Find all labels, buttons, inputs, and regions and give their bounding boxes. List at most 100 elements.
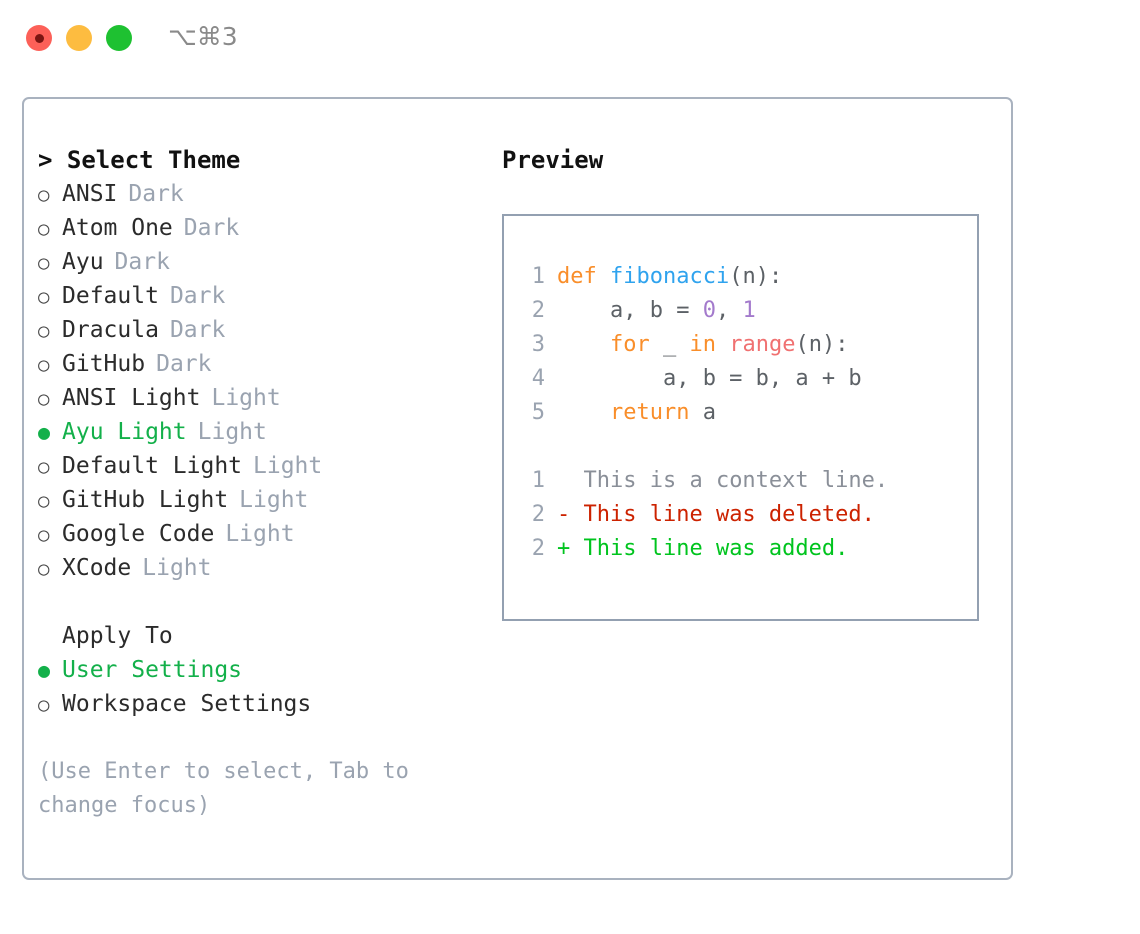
code-line-number: 1 — [531, 264, 545, 289]
apply-to-option-label: User Settings — [62, 657, 243, 683]
code-token-bi: range — [729, 332, 796, 357]
code-token-kw: for — [609, 332, 650, 357]
theme-option-default-light[interactable]: ○ Default Light Light — [38, 449, 498, 483]
apply-to-option-label: Workspace Settings — [62, 691, 312, 717]
code-token-kw: in — [689, 332, 716, 357]
theme-option-label: Dracula — [62, 317, 159, 343]
theme-option-variant-tag: Dark — [128, 181, 184, 207]
theme-option-default[interactable]: ○ Default Dark — [38, 279, 498, 313]
diff-line-text: This line was added. — [570, 536, 849, 561]
code-token-pl — [557, 332, 610, 357]
code-line-content: def fibonacci(n): — [557, 260, 782, 294]
window-controls — [26, 25, 132, 51]
radio-unselected-icon: ○ — [38, 524, 50, 546]
diff-line-content: - This line was deleted. — [557, 498, 875, 532]
radio-selected-icon: ● — [38, 420, 51, 444]
radio-unselected-icon: ○ — [38, 286, 50, 308]
theme-option-variant-tag: Dark — [183, 215, 240, 241]
code-token-pl: a, b = — [557, 298, 703, 323]
theme-option-label: ANSI — [62, 181, 118, 207]
diff-line-del: 2- This line was deleted. — [519, 498, 969, 532]
diff-line-content: + This line was added. — [557, 532, 848, 566]
maximize-button[interactable] — [106, 25, 132, 51]
theme-option-variant-tag: Light — [253, 453, 323, 479]
theme-option-label: Ayu Light — [62, 419, 187, 445]
theme-option-label: ANSI Light — [62, 385, 201, 411]
close-button[interactable] — [26, 25, 52, 51]
theme-option-variant-tag: Dark — [169, 283, 226, 309]
diff-line-ctx: 1 This is a context line. — [519, 464, 969, 498]
theme-option-dracula[interactable]: ○ Dracula Dark — [38, 313, 498, 347]
diff-line-text: This is a context line. — [570, 468, 889, 493]
theme-option-label: Default — [62, 283, 159, 309]
code-token-kw: def — [557, 264, 610, 289]
diff-line-number: 1 — [531, 468, 545, 493]
apply-to-list: ●User Settings ○ Workspace Settings — [38, 653, 498, 721]
theme-option-ansi[interactable]: ○ ANSI Dark — [38, 177, 498, 211]
theme-option-variant-tag: Dark — [169, 317, 226, 343]
theme-option-ayu-light[interactable]: ● Ayu Light Light — [38, 415, 498, 449]
theme-option-google-code[interactable]: ○ Google Code Light — [38, 517, 498, 551]
theme-option-variant-tag: Light — [197, 419, 267, 445]
code-token-num: 1 — [742, 298, 756, 323]
radio-unselected-icon: ○ — [38, 218, 50, 240]
radio-unselected-icon: ○ — [38, 456, 50, 478]
code-line: 4 a, b = b, a + b — [519, 362, 969, 396]
diff-line-text: This line was deleted. — [570, 502, 875, 527]
theme-option-label: Google Code — [62, 521, 215, 547]
code-line-content: for _ in range(n): — [557, 328, 848, 362]
theme-option-variant-tag: Light — [239, 487, 309, 513]
code-token-num: 0 — [702, 298, 716, 323]
theme-option-ayu[interactable]: ○ Ayu Dark — [38, 245, 498, 279]
minimize-button[interactable] — [66, 25, 92, 51]
theme-option-label: XCode — [62, 555, 132, 581]
code-line-number: 5 — [531, 400, 545, 425]
theme-option-variant-tag: Dark — [114, 249, 170, 275]
apply-to-option-user-settings[interactable]: ●User Settings — [38, 653, 498, 687]
code-token-pl: (n): — [795, 332, 849, 357]
theme-option-label: GitHub — [62, 351, 146, 377]
radio-unselected-icon: ○ — [38, 694, 50, 716]
theme-option-variant-tag: Dark — [156, 351, 212, 377]
radio-unselected-icon: ○ — [38, 252, 50, 274]
title-bar: ⌥⌘3 — [0, 0, 1140, 78]
code-diff-spacer — [519, 430, 969, 464]
code-token-pl: a — [689, 400, 716, 425]
select-theme-heading: > Select Theme — [38, 146, 241, 174]
code-token-pl: , — [715, 298, 743, 323]
apply-to-heading: Apply To — [62, 623, 173, 649]
code-line: 2 a, b = 0, 1 — [519, 294, 969, 328]
theme-option-label: Default Light — [62, 453, 243, 479]
apply-to-option-workspace-settings[interactable]: ○ Workspace Settings — [38, 687, 498, 721]
diff-sample: 1 This is a context line.2- This line wa… — [519, 464, 969, 566]
code-token-kw: return — [609, 400, 690, 425]
theme-option-variant-tag: Light — [225, 521, 295, 547]
radio-unselected-icon: ○ — [38, 388, 50, 410]
diff-marker: + — [557, 536, 571, 561]
code-line: 3 for _ in range(n): — [519, 328, 969, 362]
keyboard-shortcut-label: ⌥⌘3 — [168, 22, 238, 51]
diff-line-add: 2+ This line was added. — [519, 532, 969, 566]
code-line-number: 4 — [531, 366, 545, 391]
code-token-pl — [716, 332, 729, 357]
radio-unselected-icon: ○ — [38, 558, 50, 580]
theme-option-label: Ayu — [62, 249, 104, 275]
code-token-fn: fibonacci — [609, 264, 730, 289]
radio-unselected-icon: ○ — [38, 320, 50, 342]
code-token-pl: a, b = b, a + b — [557, 366, 862, 391]
radio-unselected-icon: ○ — [38, 184, 50, 206]
code-token-pl: (n): — [729, 264, 783, 289]
code-token-pl: _ — [649, 332, 690, 357]
code-line-content: a, b = 0, 1 — [557, 294, 756, 328]
